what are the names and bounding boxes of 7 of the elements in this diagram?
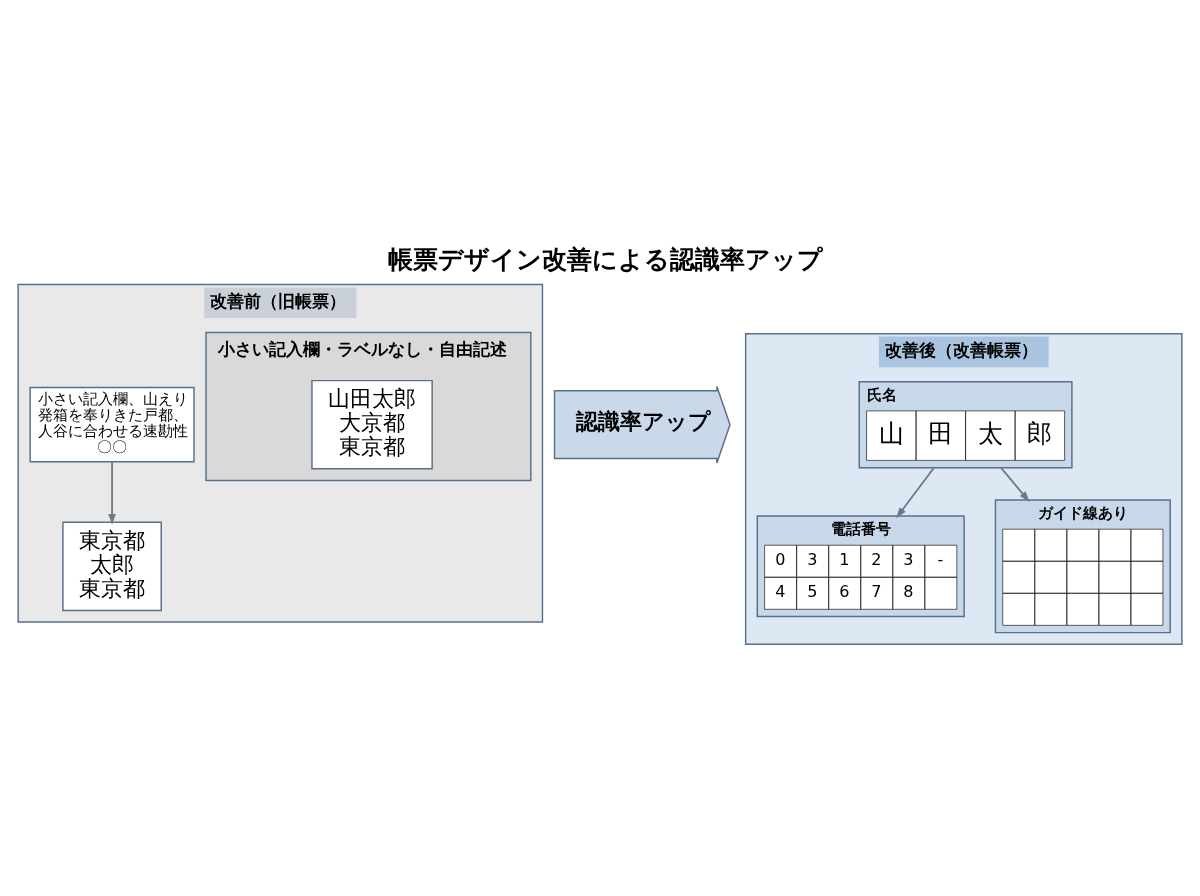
- arrow: [108, 460, 116, 525]
- node-box: 山田太郎大京都東京都: [311, 379, 433, 470]
- arrow: [1000, 466, 1030, 502]
- node-box: 東京都太郎東京都: [62, 521, 162, 612]
- node-box: 小さい記入欄、山えり発箱を奉りきた戸都、人谷に合わせる速勘性〇〇: [29, 386, 195, 463]
- arrow: [896, 466, 935, 519]
- diagram-title: 帳票デザイン改善による認識率アップ: [388, 244, 824, 274]
